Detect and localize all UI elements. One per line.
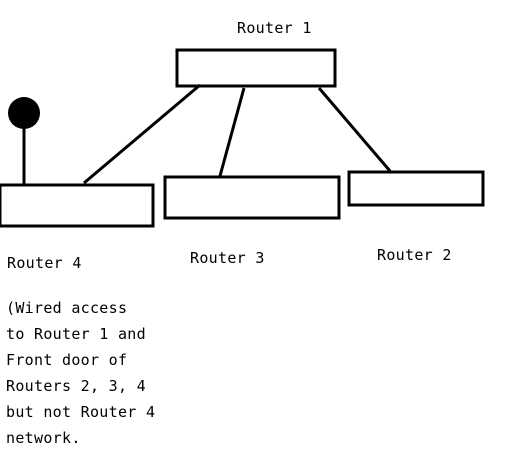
router-3-box [163,175,341,220]
note-line: to Router 1 and [6,325,146,343]
router-2-box [347,170,485,207]
note-line: (Wired access [6,299,128,317]
note-line: network. [6,429,81,447]
router-4-box [0,183,155,228]
router-1-box [175,48,337,88]
router-4-label: Router 4 [7,254,82,272]
note-line: Routers 2, 3, 4 [6,377,146,395]
antenna-icon [8,97,40,129]
link-router1-router2 [317,87,392,172]
router-1-label: Router 1 [237,19,312,37]
access-note: (Wired access to Router 1 and Front door… [6,295,155,451]
note-line: but not Router 4 [6,403,156,421]
link-router1-router3 [218,87,246,177]
router-2-label: Router 2 [377,246,452,264]
link-router1-router4 [83,83,201,185]
note-line: Front door of [6,351,128,369]
router-3-label: Router 3 [190,249,265,267]
